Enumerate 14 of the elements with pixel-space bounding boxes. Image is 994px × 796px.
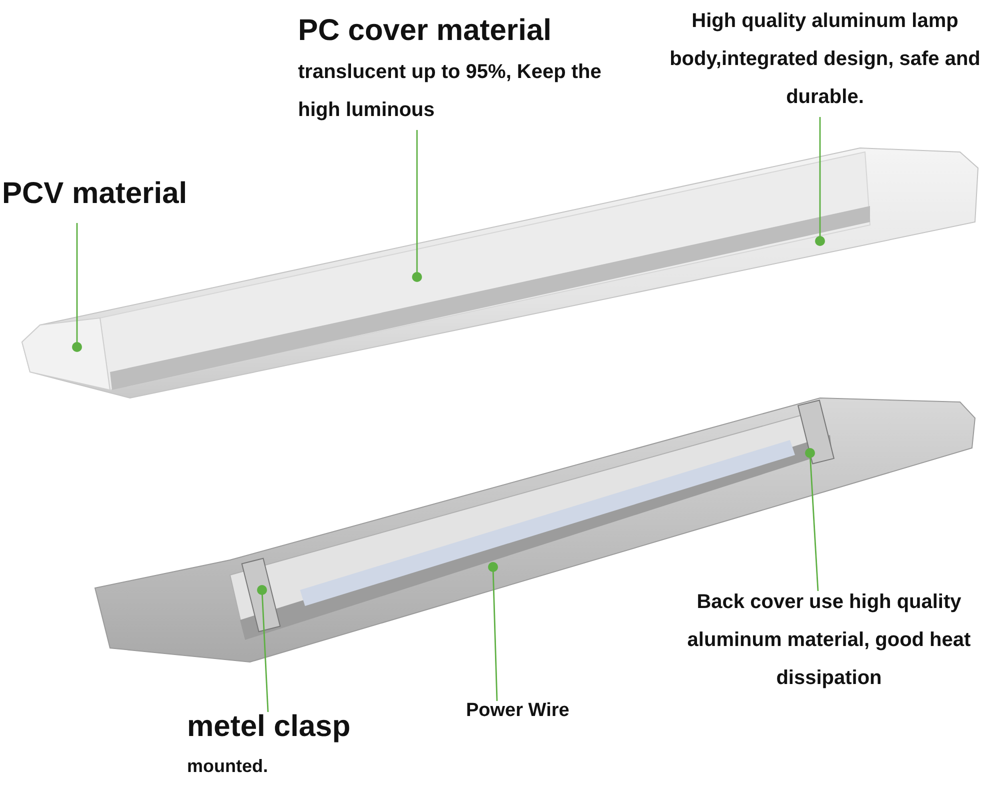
callout-text: translucent up to 95%, Keep the high luminous — [298, 60, 602, 123]
callout-text: Power Wire — [466, 699, 570, 723]
callout-heading: PC cover material — [298, 13, 552, 49]
leader-line — [257, 585, 269, 712]
callout-text: High quality aluminum lamp body,integrated design, safe and durable. — [668, 9, 982, 110]
leader-line — [815, 117, 825, 246]
leader-line — [805, 448, 819, 592]
callout-text: Back cover use high quality aluminum material, good heat dissipation — [686, 590, 972, 691]
callout-heading: metel clasp — [187, 709, 352, 745]
leader-line — [488, 562, 498, 702]
callout-text: mounted. — [187, 755, 269, 778]
leader-line — [72, 223, 82, 352]
callout-heading: PCV material — [2, 176, 188, 212]
leader-line — [412, 130, 422, 282]
